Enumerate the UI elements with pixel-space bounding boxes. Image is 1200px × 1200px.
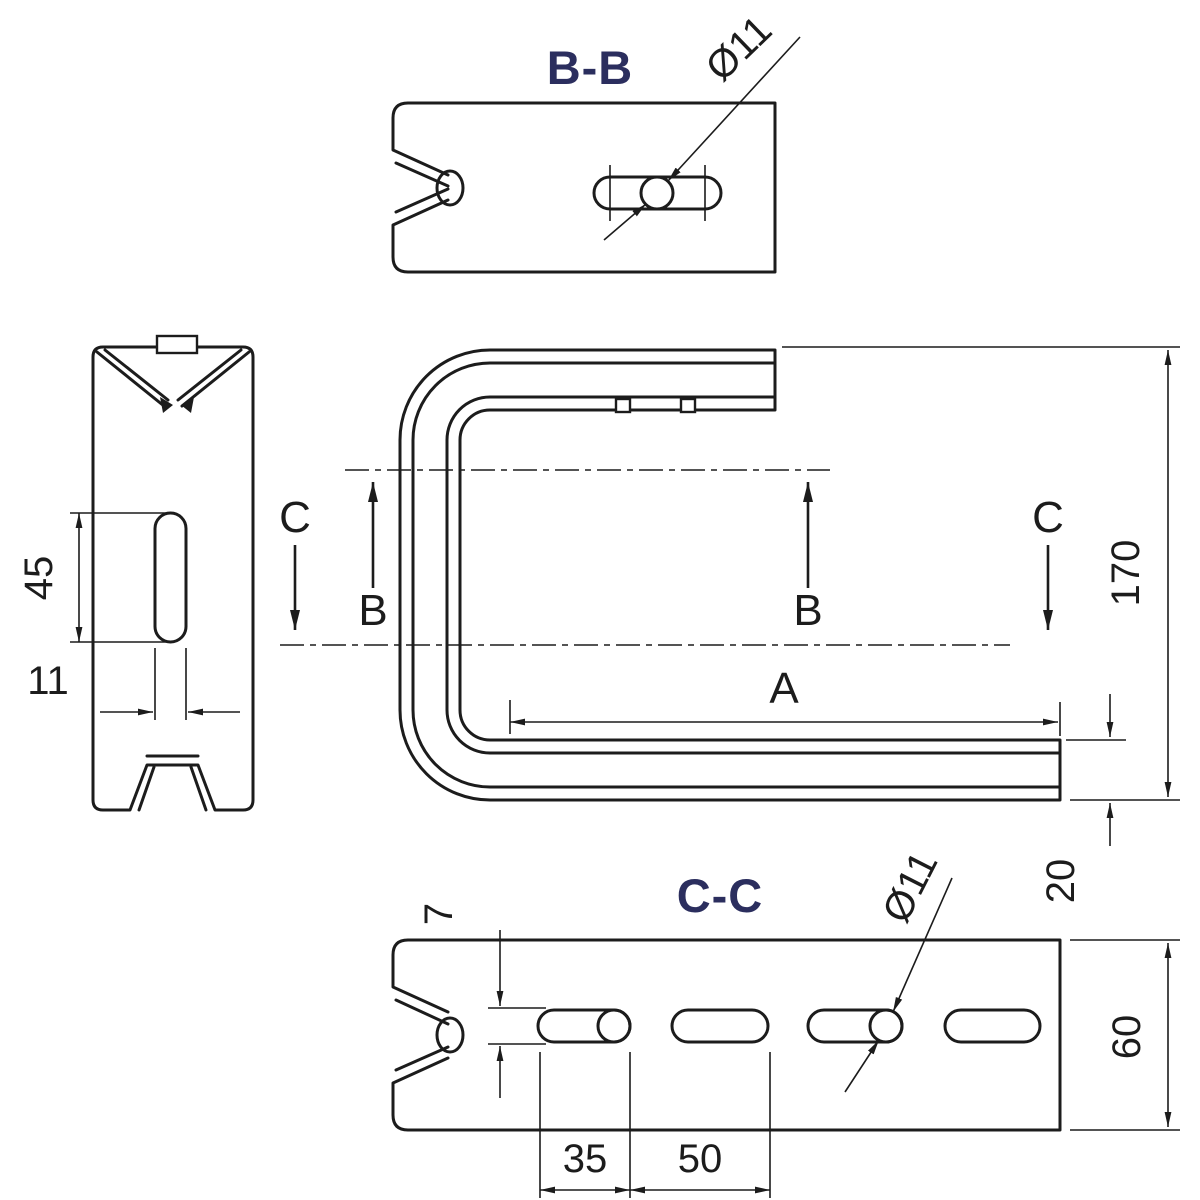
- dim11-extensions: [154, 648, 187, 720]
- centerlines: [280, 469, 1010, 646]
- bracket-tab-2: [679, 397, 697, 414]
- bb-slot-ticks: [609, 165, 706, 221]
- cut-label-c-left: C: [279, 493, 311, 542]
- cc-hole-leader-upper: [892, 877, 953, 1013]
- dim50-label: 50: [678, 1137, 723, 1181]
- cc-hole-3: [868, 1008, 904, 1044]
- side-inner-lines: [95, 348, 251, 812]
- side-outline: [91, 345, 255, 812]
- cc-slots: [536, 1008, 1042, 1044]
- side-top-tab: [155, 334, 199, 355]
- dim60-label: 60: [1105, 1015, 1149, 1060]
- dim20-label: 20: [1039, 859, 1083, 904]
- bracket-profile: [398, 348, 1062, 802]
- dim60-extensions: [1070, 939, 1180, 1131]
- dim7-label: 7: [417, 903, 461, 925]
- side-tab-tip-left: [160, 397, 173, 413]
- dimA-extensions: [509, 700, 1061, 736]
- dim35-50-extensions: [539, 1052, 771, 1198]
- dim11-label: 11: [27, 659, 69, 703]
- dim170-extensions: [782, 346, 1180, 801]
- cc-profile-outline: [391, 938, 1062, 1132]
- side-view: 45 11: [17, 334, 255, 812]
- bb-hole-leader-upper: [667, 36, 801, 182]
- side-tab-tip-right: [181, 397, 194, 413]
- section-cc-title: C-C: [677, 869, 764, 922]
- dim170-label: 170: [1104, 540, 1148, 607]
- bb-hole-dia-label: Ø11: [698, 8, 781, 90]
- cut-label-c-right: C: [1032, 493, 1064, 542]
- cc-fold-lip: [435, 1016, 465, 1054]
- bb-slot-outline: [592, 175, 723, 211]
- section-bb-title: B-B: [547, 41, 634, 94]
- bb-profile-outline: [391, 101, 777, 274]
- cc-hole-leader-lower: [844, 1039, 880, 1093]
- bb-fold-lip: [435, 169, 465, 207]
- bb-hole: [639, 175, 675, 211]
- cut-label-b-right: B: [793, 586, 822, 635]
- dim45-extensions: [70, 512, 168, 643]
- main-view: C B B C A 170 20: [279, 346, 1180, 904]
- dim35-label: 35: [563, 1137, 608, 1181]
- side-slot: [153, 511, 188, 644]
- dim45-label: 45: [17, 556, 61, 601]
- dimA-label: A: [769, 664, 799, 713]
- section-bb-view: B-B Ø11: [391, 8, 801, 274]
- bracket-tab-1: [614, 397, 632, 414]
- cut-label-b-left: B: [358, 586, 387, 635]
- dim7-extensions: [488, 1007, 546, 1045]
- cc-hole-1: [596, 1008, 632, 1044]
- bb-hole-leader-lower: [603, 203, 647, 241]
